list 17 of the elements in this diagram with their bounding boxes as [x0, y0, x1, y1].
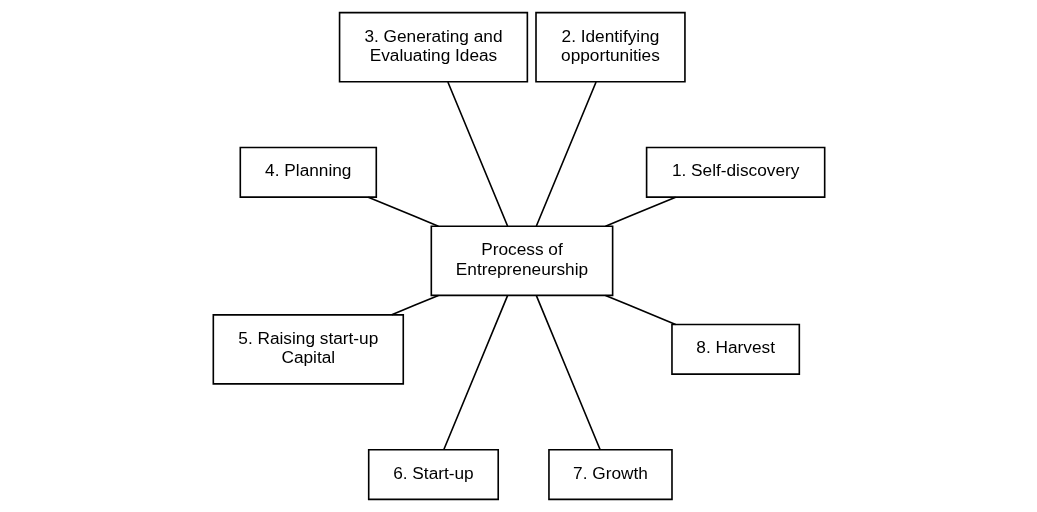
node-box: 7. Growth: [547, 448, 673, 501]
connector: [367, 196, 439, 228]
connector: [390, 294, 439, 316]
connector: [535, 81, 597, 227]
connector: [446, 81, 508, 227]
connector: [442, 294, 508, 451]
node-box: 8. Harvest: [670, 323, 800, 375]
node-box: 4. Planning: [239, 146, 377, 198]
node-box: 6. Start-up: [367, 448, 499, 501]
node-box: 5. Raising start-up Capital: [212, 314, 404, 385]
connector: [604, 294, 676, 326]
node-box: 3. Generating and Evaluating Ideas: [338, 11, 528, 83]
connector: [535, 294, 601, 451]
node-box: 2. Identifying opportunities: [534, 11, 686, 83]
node-box: 1. Self-discovery: [645, 146, 825, 198]
connector: [604, 196, 676, 228]
node-box: Process of Entrepreneurship: [430, 225, 613, 297]
